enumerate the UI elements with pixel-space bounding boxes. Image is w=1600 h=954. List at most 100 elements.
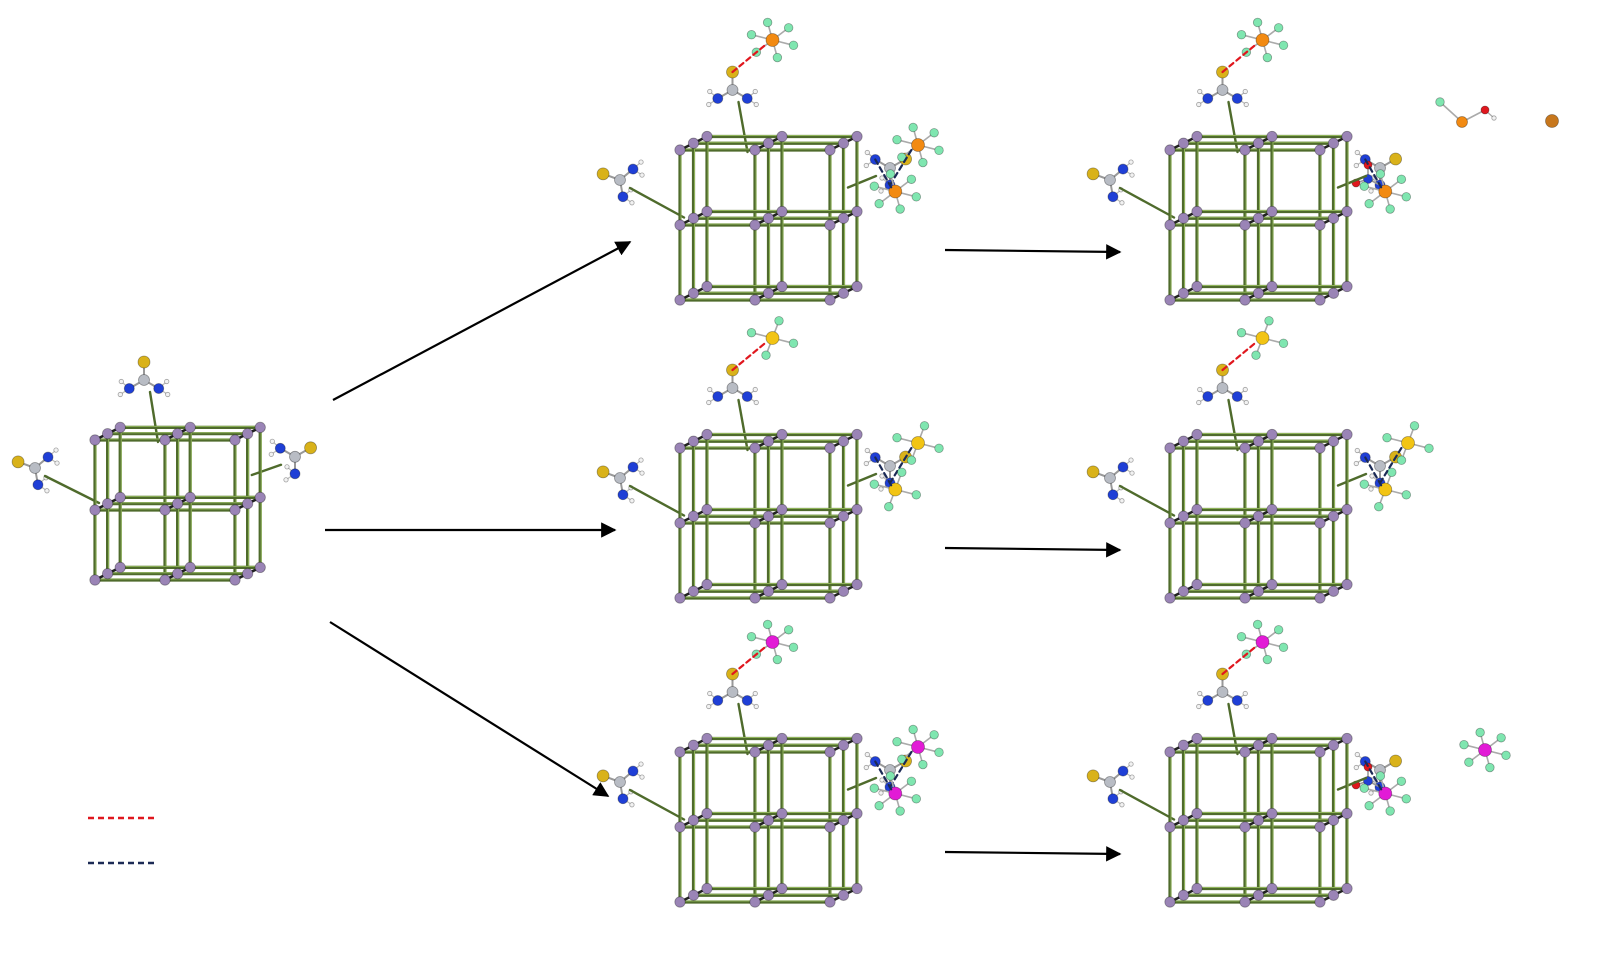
lattice-atom — [776, 732, 788, 745]
lattice-atom — [674, 517, 686, 529]
hydrogen-atom — [878, 486, 884, 492]
fluorine-atom — [772, 654, 783, 665]
nitrogen-atom — [627, 163, 639, 175]
lattice-atom — [114, 561, 126, 574]
lattice-atom — [776, 882, 788, 895]
hydrogen-atom — [1129, 774, 1135, 780]
lattice-atom — [687, 510, 700, 522]
fluorine-atom — [762, 17, 773, 28]
lattice-atom — [1252, 814, 1265, 826]
hydrogen-atom — [753, 703, 759, 710]
lattice-atom — [776, 807, 788, 820]
lattice-atom — [184, 491, 196, 503]
nitrogen-atom — [1107, 191, 1119, 203]
fluorine-atom — [1387, 467, 1397, 478]
nitrogen-atom — [1117, 765, 1129, 777]
hydrogen-atom — [1128, 761, 1134, 767]
fluorine-atom — [762, 619, 773, 630]
product-node-bf4 — [1086, 316, 1434, 604]
linker-bond — [1336, 776, 1368, 791]
lattice-atom — [1164, 144, 1176, 156]
boron-anion — [746, 316, 799, 360]
hydrogen-atom — [1197, 386, 1203, 393]
fluorine-atom — [1424, 443, 1434, 454]
lattice-atom — [1164, 746, 1176, 758]
hydrogen-atom — [1491, 115, 1497, 121]
nitrogen-atom — [42, 451, 54, 463]
interaction-dashed-line — [1364, 456, 1383, 487]
fluorine-atom — [869, 479, 879, 489]
product-node-asf6 — [1086, 619, 1511, 908]
fluorine-atom — [1396, 776, 1407, 786]
fluorine-atom — [911, 192, 921, 202]
hydrogen-atom — [629, 200, 635, 206]
fluorine-atom — [911, 794, 921, 804]
linker-bond — [43, 474, 101, 505]
hydrogen-atom — [706, 399, 712, 406]
nitrogen-atom — [712, 93, 724, 104]
anion-center-atom — [911, 138, 925, 152]
fluorine-atom — [906, 174, 917, 184]
product-node-pf6 — [1086, 17, 1559, 306]
linker-bond — [250, 463, 283, 477]
sulfur-atom — [137, 355, 151, 369]
boron-anion — [1359, 467, 1411, 512]
lattice-atom — [824, 219, 836, 231]
fluorine-atom — [892, 736, 902, 747]
fluorine-atom — [1359, 783, 1369, 793]
lattice-atom — [1164, 219, 1176, 231]
free-ion-atom — [1545, 114, 1559, 128]
hydrogen-atom — [1196, 703, 1202, 710]
lattice-atom — [776, 280, 788, 293]
fluorine-atom — [892, 432, 902, 443]
hydrogen-atom — [1196, 101, 1202, 108]
lattice-atom — [1164, 821, 1176, 833]
anion-center-atom — [765, 33, 780, 47]
fluorine-atom — [892, 134, 902, 145]
lattice-atom — [851, 578, 863, 591]
lattice-atom — [1177, 814, 1190, 826]
lattice-atom — [242, 428, 254, 440]
fluorine-atom — [746, 29, 757, 40]
thiourea-group — [1086, 457, 1135, 504]
nitrogen-atom — [712, 695, 724, 706]
lattice-atom — [701, 807, 713, 820]
nitrogen-atom — [1231, 93, 1243, 104]
hydrogen-atom — [1129, 172, 1135, 178]
boron-anion — [1382, 421, 1434, 465]
lattice-atom — [1164, 592, 1176, 604]
fluorine-atom — [1278, 338, 1289, 349]
lattice-atom — [824, 144, 836, 156]
hydrogen-atom — [54, 460, 60, 466]
nitrogen-atom — [1107, 793, 1119, 805]
lattice-atom — [837, 585, 850, 597]
lattice-atom — [114, 491, 126, 503]
interaction-dashed-line — [731, 42, 768, 74]
fluorine-atom — [1401, 794, 1411, 804]
lattice-atom — [1314, 294, 1326, 306]
thiourea-group — [268, 438, 317, 483]
interaction-dashed-line — [1221, 340, 1258, 372]
anion-center-atom — [1378, 482, 1393, 497]
lattice-atom — [1239, 442, 1251, 454]
lattice-atom — [1252, 889, 1265, 901]
fluorine-atom — [897, 467, 907, 478]
nitrogen-atom — [741, 93, 753, 104]
lattice-atom — [851, 130, 863, 143]
lattice-atom — [776, 130, 788, 143]
lattice-atom — [1252, 435, 1265, 447]
anion-center-atom — [1378, 786, 1393, 801]
fluorine-atom — [1252, 619, 1263, 630]
lattice-atom — [1252, 287, 1265, 299]
lattice-atom — [1177, 212, 1190, 224]
hydrogen-atom — [1128, 457, 1134, 463]
boron-anion — [1236, 316, 1289, 360]
hydrogen-atom — [1242, 88, 1248, 95]
nitrogen-atom — [153, 383, 165, 394]
lattice-atom — [254, 561, 266, 574]
hydrogen-atom — [879, 473, 885, 479]
arsenic-anion — [1359, 771, 1411, 816]
arsenic-anion — [746, 619, 799, 665]
lattice-atom — [674, 821, 686, 833]
